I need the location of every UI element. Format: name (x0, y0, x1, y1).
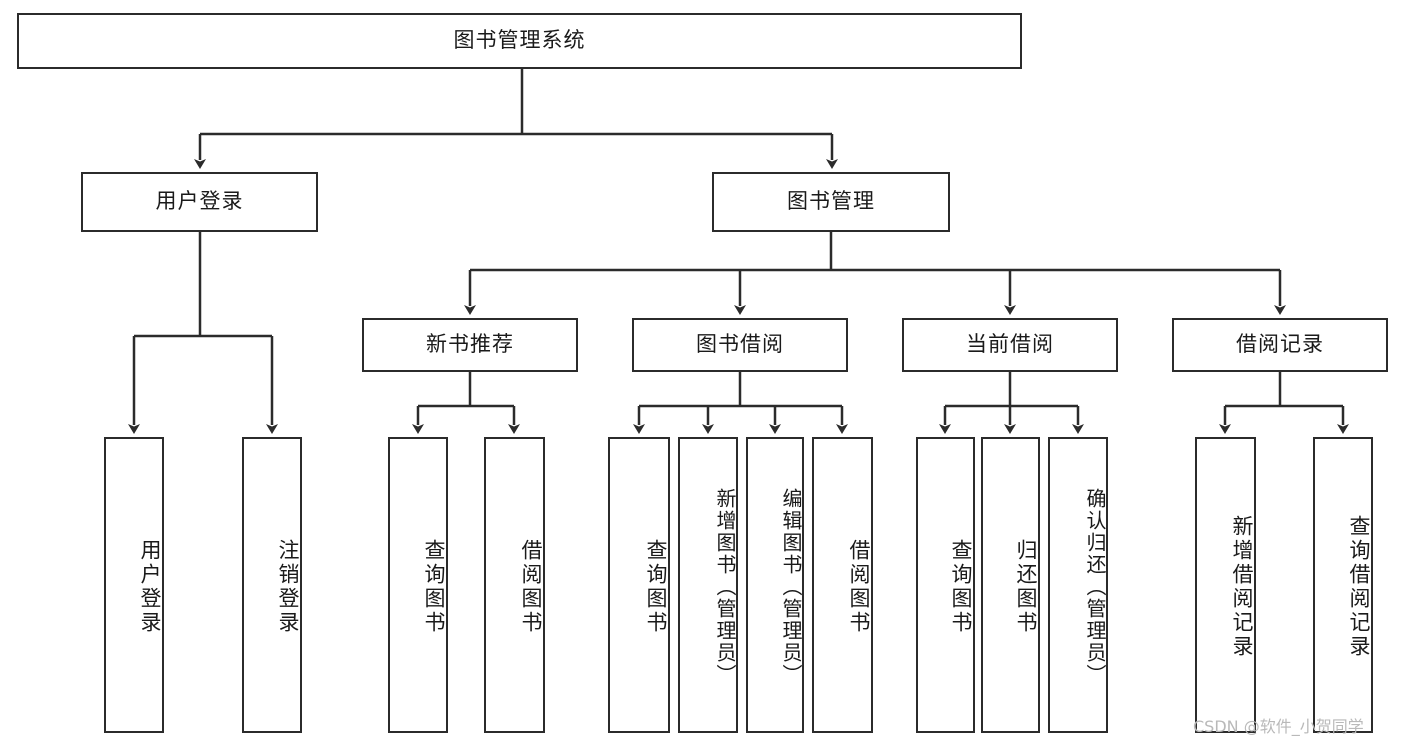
node-leaf-user-login[interactable]: 用户登录 (104, 437, 164, 733)
node-book-management[interactable]: 图书管理 (712, 172, 950, 232)
node-user-login[interactable]: 用户登录 (81, 172, 318, 232)
node-leaf-confirm-return-admin[interactable]: 确认归还（管理员） (1048, 437, 1108, 733)
node-label: 借阅记录 (1236, 332, 1324, 357)
node-label: 归还图书 (1014, 539, 1038, 635)
node-leaf-add-book-admin[interactable]: 新增图书（管理员） (678, 437, 738, 733)
node-leaf-query-book-recommend[interactable]: 查询图书 (388, 437, 448, 733)
node-root-system[interactable]: 图书管理系统 (17, 13, 1022, 69)
node-borrow-record[interactable]: 借阅记录 (1172, 318, 1388, 372)
node-label: 注销登录 (276, 539, 300, 635)
node-leaf-query-book-borrow[interactable]: 查询图书 (608, 437, 670, 733)
node-leaf-add-borrow-record[interactable]: 新增借阅记录 (1195, 437, 1256, 733)
node-label: 用户登录 (138, 539, 162, 635)
node-label: 新书推荐 (426, 332, 514, 357)
node-new-book-recommend[interactable]: 新书推荐 (362, 318, 578, 372)
node-leaf-borrow-book-recommend[interactable]: 借阅图书 (484, 437, 545, 733)
node-label: 当前借阅 (966, 332, 1054, 357)
node-current-borrow[interactable]: 当前借阅 (902, 318, 1118, 372)
node-leaf-logout[interactable]: 注销登录 (242, 437, 302, 733)
node-label: 查询借阅记录 (1347, 515, 1371, 659)
node-label: 图书管理系统 (453, 28, 586, 53)
node-label: 图书管理 (787, 189, 875, 214)
node-leaf-query-borrow-record[interactable]: 查询借阅记录 (1313, 437, 1373, 733)
node-leaf-edit-book-admin[interactable]: 编辑图书（管理员） (746, 437, 804, 733)
node-label: 查询图书 (644, 539, 668, 635)
node-label: 新增借阅记录 (1230, 515, 1254, 659)
node-label: 用户登录 (155, 189, 244, 214)
node-label: 确认归还（管理员） (1083, 488, 1107, 686)
node-leaf-borrow-book[interactable]: 借阅图书 (812, 437, 873, 733)
node-label: 编辑图书（管理员） (779, 488, 803, 686)
node-label: 图书借阅 (696, 332, 784, 357)
watermark: CSDN @软件_小贺同学 (1193, 717, 1364, 736)
node-leaf-return-book[interactable]: 归还图书 (981, 437, 1040, 733)
node-leaf-query-book-current[interactable]: 查询图书 (916, 437, 975, 733)
node-label: 新增图书（管理员） (713, 488, 737, 686)
node-label: 借阅图书 (847, 539, 871, 635)
node-label: 借阅图书 (519, 539, 543, 635)
node-book-borrow[interactable]: 图书借阅 (632, 318, 848, 372)
node-label: 查询图书 (422, 539, 446, 635)
node-label: 查询图书 (949, 539, 973, 635)
